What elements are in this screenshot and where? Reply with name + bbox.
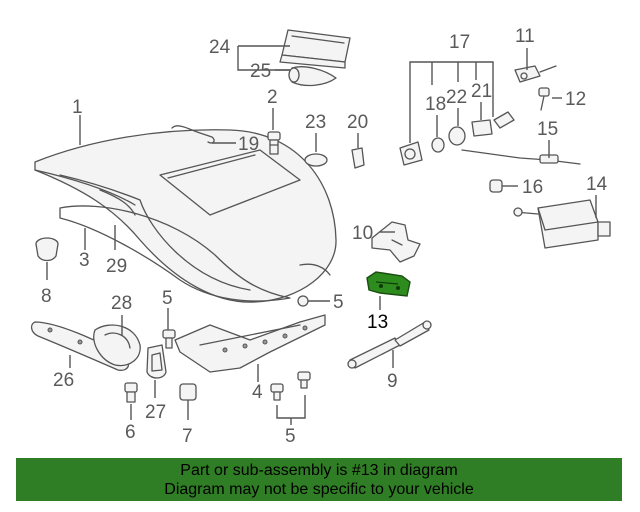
- leader-lines: [46, 45, 597, 425]
- bolt-part-5-right: [297, 295, 309, 307]
- cap-part-8: [35, 237, 59, 262]
- callout-12: 12: [565, 89, 586, 110]
- weatherstrip-part: [59, 205, 291, 302]
- bolt-part-5-lower-a: [270, 383, 284, 401]
- highlighted-part-13[interactable]: [366, 271, 411, 297]
- bolt-part-5-left: [162, 329, 176, 349]
- plate-part-27: [146, 344, 167, 379]
- callout-29: 29: [106, 256, 127, 277]
- pin-part-12: [538, 87, 550, 111]
- info-banner: Part or sub-assembly is #13 in diagram D…: [16, 458, 622, 501]
- callout-3: 3: [79, 250, 90, 271]
- parts-diagram: 1 2 3 4 5 5 5 6 7 8 9 10 11 12 13 14 15 …: [30, 26, 611, 447]
- bolt-part-5-lower-b: [297, 371, 311, 389]
- callout-1: 1: [72, 97, 83, 118]
- rod-part-15: [461, 149, 581, 165]
- callout-8: 8: [41, 286, 52, 307]
- callout-26: 26: [53, 370, 74, 391]
- callout-15: 15: [537, 119, 558, 140]
- callout-13: 13: [367, 312, 388, 333]
- seal-part-23: [304, 153, 328, 167]
- callout-9: 9: [387, 371, 398, 392]
- callout-16: 16: [522, 177, 543, 198]
- callout-6: 6: [125, 422, 136, 443]
- callout-10: 10: [352, 223, 373, 244]
- banner-line-2: Diagram may not be specific to your vehi…: [164, 481, 474, 498]
- callout-labels: 1 2 3 4 5 5 5 6 7 8 9 10 11 12 13 14 15 …: [41, 26, 608, 447]
- trunk-lid-part: [34, 129, 337, 303]
- callout-19: 19: [238, 134, 259, 155]
- strut-part-9: [347, 320, 432, 369]
- lens-part-25: [288, 66, 337, 87]
- block-part-7: [179, 383, 197, 401]
- callout-23: 23: [305, 112, 326, 133]
- callout-5-lower: 5: [285, 426, 296, 447]
- callout-4: 4: [252, 382, 263, 403]
- handle-part-24: [279, 29, 351, 69]
- callout-28: 28: [111, 293, 132, 314]
- callout-11: 11: [515, 26, 535, 47]
- lock-assembly-part-17: [399, 111, 515, 166]
- latch-part-10: [371, 221, 421, 263]
- callout-24: 24: [209, 37, 231, 58]
- callout-5-right: 5: [333, 292, 344, 313]
- callout-22: 22: [446, 87, 467, 108]
- banner-line-1: Part or sub-assembly is #13 in diagram: [180, 462, 458, 479]
- callout-27: 27: [145, 402, 166, 423]
- callout-2: 2: [267, 87, 278, 108]
- callout-14: 14: [586, 174, 608, 195]
- callout-18: 18: [425, 94, 446, 115]
- callout-21: 21: [471, 81, 492, 102]
- clip-part-20: [351, 147, 365, 169]
- bracket-part-28: [93, 324, 141, 367]
- callout-25: 25: [250, 61, 271, 82]
- callout-7: 7: [182, 426, 193, 447]
- sensor-part-2: [267, 131, 281, 155]
- lever-part-11: [514, 65, 557, 83]
- callout-5-left: 5: [162, 288, 173, 309]
- callout-17: 17: [449, 32, 470, 53]
- callout-20: 20: [347, 112, 368, 133]
- screw-part-6: [124, 382, 138, 403]
- hinge-part-4: [174, 314, 326, 373]
- clip-part-16: [489, 179, 503, 193]
- actuator-part-14: [513, 199, 611, 249]
